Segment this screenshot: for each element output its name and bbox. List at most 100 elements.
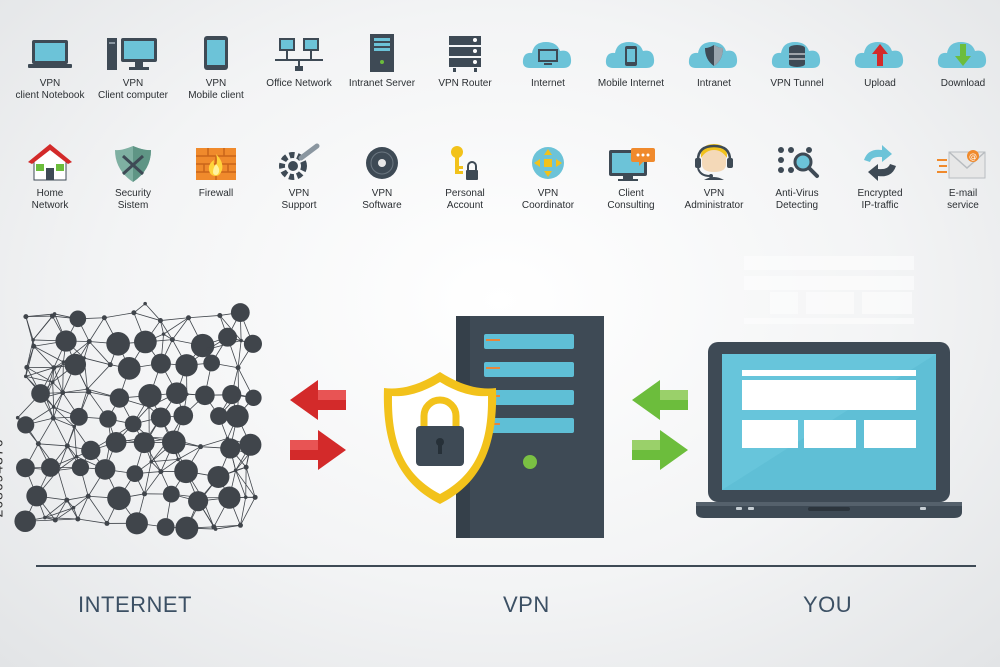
mesh-node (82, 356, 86, 360)
mesh-node (198, 444, 204, 450)
mesh-node (16, 458, 35, 478)
mesh-link (213, 524, 241, 528)
mesh-link (177, 446, 201, 460)
icon-tile: VPN Software (340, 142, 424, 212)
mesh-node (131, 310, 137, 316)
mesh-link (235, 470, 256, 498)
mesh-link (53, 392, 64, 408)
mesh-node (243, 334, 263, 353)
internet-label: INTERNET (78, 592, 192, 617)
email-envelope-icon: @ (921, 142, 1000, 184)
mesh-link (88, 341, 111, 365)
mesh-link (200, 438, 228, 448)
mesh-link (25, 316, 34, 341)
vpn-server (456, 316, 604, 538)
icon-label: Firewall (198, 188, 234, 199)
mesh-link (62, 362, 64, 393)
mesh-link (44, 517, 78, 520)
desktop-computer-icon (91, 32, 175, 74)
mesh-link (25, 367, 54, 377)
mesh-node (230, 303, 250, 322)
mesh-node (218, 486, 241, 509)
mesh-node (206, 347, 211, 351)
mesh-link (240, 497, 256, 526)
mesh-node (222, 384, 242, 405)
mesh-node (158, 469, 164, 475)
mesh-link (25, 375, 53, 383)
mesh-link (44, 499, 68, 518)
mesh-node (150, 407, 171, 428)
mesh-link (26, 367, 53, 383)
mesh-link (219, 315, 242, 341)
mesh-node (225, 436, 230, 441)
mesh-link (235, 470, 247, 498)
icon-label: Upload (864, 78, 896, 89)
mesh-link (57, 456, 77, 471)
mesh-link (25, 346, 35, 377)
cloud-phone-icon (589, 32, 673, 74)
mesh-node (207, 465, 230, 488)
mesh-node (81, 440, 101, 461)
mesh-node (69, 310, 87, 328)
mesh-node (166, 382, 188, 404)
mesh-node (71, 458, 90, 477)
icon-label: VPN Coordinator (521, 188, 575, 211)
magnifier-dots-icon (755, 142, 839, 184)
laptop-icon (8, 32, 92, 74)
icon-tile: VPN Tunnel (755, 32, 839, 90)
firewall-icon (174, 142, 258, 184)
icon-tile: Client Consulting (589, 142, 673, 212)
mesh-node (43, 515, 47, 520)
mesh-node (64, 353, 87, 376)
icon-label: Mobile Internet (597, 78, 665, 89)
icon-tile: Anti-Virus Detecting (755, 142, 839, 212)
cloud-shield-icon (672, 32, 756, 74)
monitor-chat-icon (589, 142, 673, 184)
mesh-node (109, 388, 130, 408)
mesh-node (188, 491, 209, 512)
mesh-link (44, 507, 74, 518)
mesh-node (235, 365, 241, 371)
mesh-node (243, 495, 248, 500)
mesh-node (186, 315, 192, 321)
mesh-link (235, 453, 250, 471)
mesh-link (52, 382, 55, 408)
mesh-link (151, 458, 179, 463)
mesh-link (62, 388, 88, 393)
mesh-node (157, 318, 163, 324)
mesh-node (218, 327, 237, 347)
mesh-node (17, 416, 35, 434)
icon-label: Encrypted IP-traffic (857, 188, 903, 211)
mesh-node (162, 430, 186, 455)
icon-label: VPN Client computer (97, 78, 169, 101)
icon-label: Internet (531, 78, 565, 89)
mesh-node (106, 331, 130, 356)
laptop (696, 342, 962, 518)
icon-tile: VPN Coordinator (506, 142, 590, 212)
mesh-link (144, 461, 152, 494)
gear-wrench-icon (257, 142, 341, 184)
mesh-node (247, 451, 252, 456)
mesh-node (175, 354, 198, 377)
icon-label: Anti-Virus Detecting (775, 188, 819, 211)
mesh-node (225, 404, 249, 428)
mesh-node (14, 510, 36, 533)
mesh-link (66, 426, 75, 447)
mesh-node (85, 493, 91, 499)
mesh-node (51, 365, 57, 371)
icon-label: E-mail service (947, 188, 979, 211)
mesh-node (64, 443, 70, 449)
mesh-node (71, 505, 76, 510)
mesh-node (200, 495, 205, 500)
mesh-node (50, 415, 56, 421)
mesh-link (53, 406, 75, 427)
mesh-node (147, 435, 151, 440)
mesh-link (144, 303, 161, 321)
mesh-node (134, 330, 157, 354)
mesh-node (124, 415, 142, 433)
mesh-node (175, 516, 199, 540)
mesh-node (61, 360, 66, 364)
mesh-node (31, 384, 50, 403)
mesh-link (163, 317, 189, 335)
mesh-link (52, 392, 64, 419)
